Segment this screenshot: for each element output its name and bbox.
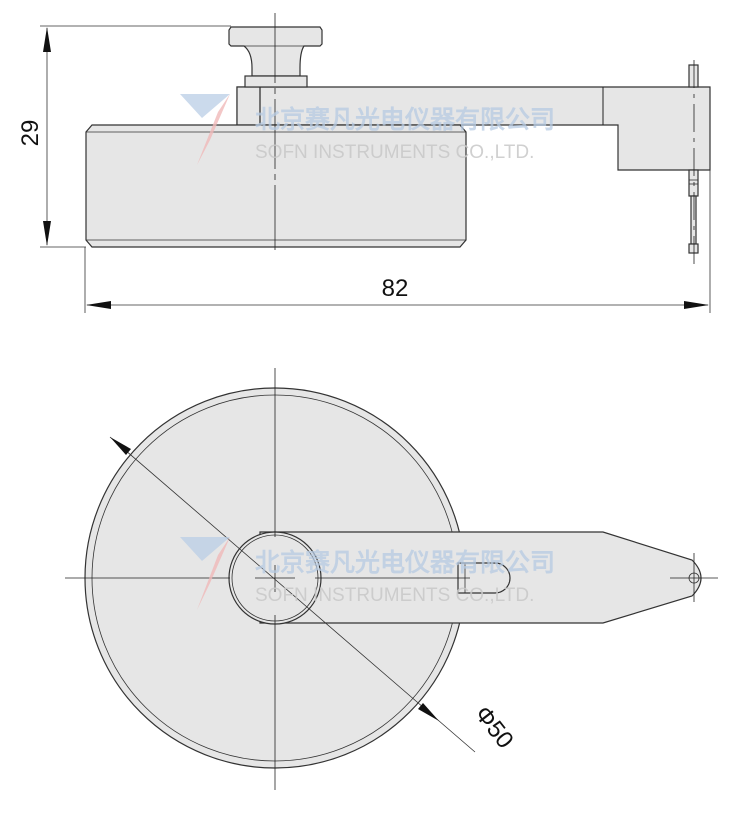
logo-red-icon (197, 537, 230, 610)
probe-body (688, 169, 699, 197)
watermark-cn-text: 北京赛凡光电仪器有限公司 (255, 548, 555, 577)
height-dimension-label: 29 (17, 120, 44, 147)
probe-shaft (690, 195, 697, 245)
watermark-top: 北京赛凡光电仪器有限公司 SOFN INSTRUMENTS CO.,LTD. (180, 94, 555, 165)
watermark-cn-text: 北京赛凡光电仪器有限公司 (255, 105, 555, 134)
height-dimension: 29 (17, 25, 231, 248)
width-dimension: 82 (84, 170, 711, 313)
logo-blue-icon (180, 94, 230, 118)
knob (228, 26, 323, 77)
top-view: Φ50 (65, 368, 718, 790)
width-dimension-label: 82 (382, 275, 409, 302)
watermark-bottom: 北京赛凡光电仪器有限公司 SOFN INSTRUMENTS CO.,LTD. (180, 537, 555, 610)
logo-red-icon (197, 94, 230, 165)
arm-slot (457, 562, 511, 594)
probe-top (688, 64, 699, 88)
knob-collar (244, 75, 308, 88)
logo-blue-icon (180, 537, 230, 561)
diameter-dimension-label: Φ50 (469, 701, 519, 754)
disc-body-side (85, 124, 467, 248)
probe-tip (688, 243, 699, 254)
side-view: 29 82 (17, 13, 711, 313)
watermark-en-text: SOFN INSTRUMENTS CO.,LTD. (255, 142, 534, 163)
watermark-en-text: SOFN INSTRUMENTS CO.,LTD. (255, 585, 534, 606)
